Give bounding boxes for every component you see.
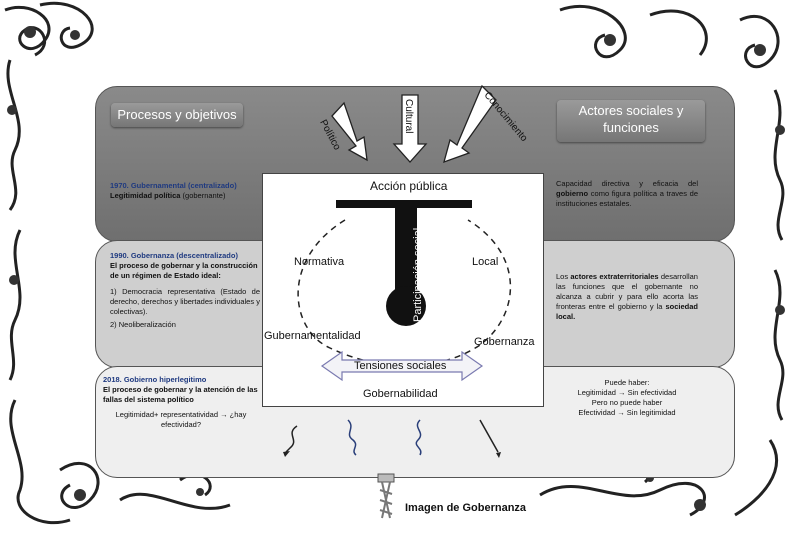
band3-right-line-3: Pero no puede haber — [591, 398, 663, 407]
band2-left-bold: El proceso de gobernar y la construcción… — [110, 261, 258, 280]
gobernabilidad-label: Gobernabilidad — [363, 388, 438, 400]
band1-left-body: Legitimidad política (gobernante) — [110, 191, 226, 200]
tensiones-sociales-label: Tensiones sociales — [354, 360, 447, 372]
band1-left-heading: 1970. Gubernamental (centralizado) — [110, 181, 237, 190]
band2-left-heading: 1990. Gobernanza (descentralizado) — [110, 251, 238, 260]
band2-right: Los actores extraterritoriales desarroll… — [556, 272, 698, 321]
rope-icon — [377, 473, 395, 519]
gubernamentalidad-label: Gubernamentalidad — [264, 330, 361, 342]
band3-left: 2018. Gobierno hiperlegitimo El proceso … — [103, 375, 259, 430]
accion-publica-label: Acción pública — [370, 179, 448, 193]
band3-right: Puede haber: Legitimidad → Sin efectivid… — [552, 378, 702, 418]
arrow-label-cultural: Cultural — [403, 99, 414, 134]
band3-left-heading: 2018. Gobierno hiperlegitimo — [103, 375, 207, 384]
band3-left-line: Legitimidad+ representatividad → ¿hay ef… — [115, 410, 247, 429]
right-title: Actores sociales y funciones — [557, 100, 705, 142]
normativa-label: Normativa — [294, 256, 345, 268]
band2-left: 1990. Gobernanza (descentralizado) El pr… — [110, 251, 260, 330]
band3-right-line-4: Efectividad → Sin legitimidad — [578, 408, 676, 417]
band1-left: 1970. Gubernamental (centralizado) Legit… — [110, 181, 260, 201]
left-title: Procesos y objetivos — [111, 103, 243, 127]
band3-right-line-2: Legitimidad → Sin efectividad — [577, 388, 677, 397]
caption: Imagen de Gobernanza — [405, 502, 527, 514]
band3-left-bold: El proceso de gobernar y la atención de … — [103, 385, 258, 404]
band2-left-item1: 1) Democracia representativa (Estado de … — [110, 287, 260, 316]
band2-left-item2: 2) Neoliberalización — [110, 320, 176, 329]
band1-right: Capacidad directiva y eficacia del gobie… — [556, 179, 698, 208]
participacion-social-label: Participación social — [412, 227, 424, 322]
local-label: Local — [472, 256, 499, 268]
band3-right-line-1: Puede haber: — [604, 378, 650, 387]
gobernanza-label: Gobernanza — [474, 336, 535, 348]
